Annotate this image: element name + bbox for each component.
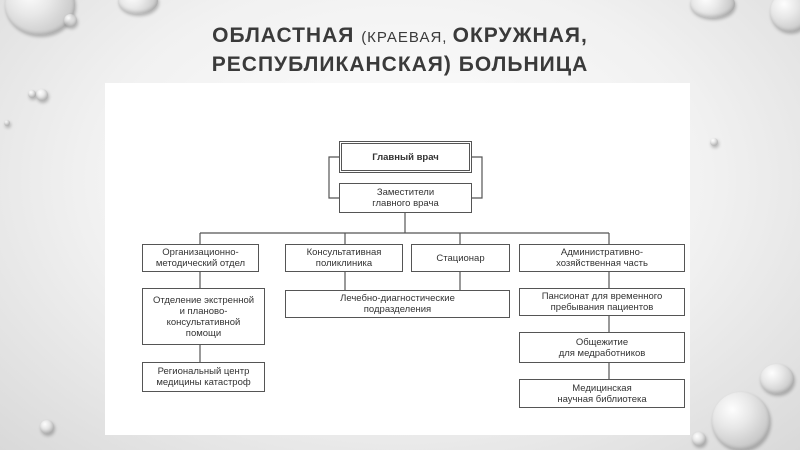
water-drop (770, 0, 800, 32)
water-drop (28, 90, 36, 98)
water-drop (712, 392, 770, 450)
org-method-dept-box: Организационно- методический отдел (142, 244, 259, 272)
box-label: Стационар (436, 252, 485, 264)
title-part: РЕСПУБЛИКАНСКАЯ (211, 53, 444, 76)
dormitory-box: Общежитие для медработников (519, 332, 685, 363)
box-label: Пансионат для временного пребывания паци… (541, 291, 663, 313)
box-label: Медицинская научная библиотека (557, 382, 647, 405)
box-label: Отделение экстренной и планово- консульт… (152, 294, 255, 339)
boarding-house-box: Пансионат для временного пребывания паци… (519, 288, 685, 316)
chief-physician-box: Главный врач (339, 141, 472, 173)
title-part: ОБЛАСТНАЯ (212, 24, 362, 47)
water-drop (40, 420, 54, 434)
box-label: Региональный центр медицины катастроф (156, 366, 251, 388)
water-drop (118, 0, 158, 14)
emergency-dept-box: Отделение экстренной и планово- консульт… (142, 288, 265, 345)
box-label: Общежитие для медработников (558, 336, 646, 359)
water-drop (4, 120, 10, 126)
box-label: Лечебно-диагностические подразделения (340, 293, 455, 315)
bracket-left (328, 156, 339, 199)
box-label: Административно- хозяйственная часть (556, 247, 648, 269)
box-label: Главный врач (372, 151, 439, 163)
admin-part-box: Административно- хозяйственная часть (519, 244, 685, 272)
hospital-box: Стационар (411, 244, 510, 272)
box-label: Организационно- методический отдел (155, 247, 246, 269)
deputies-box: Заместители главного врача (339, 183, 472, 213)
catastrophe-center-box: Региональный центр медицины катастроф (142, 362, 265, 392)
org-chart-panel: Главный врач Заместители главного врача … (105, 83, 690, 435)
consult-clinic-box: Консультативная поликлиника (285, 244, 403, 272)
diagnostic-units-box: Лечебно-диагностические подразделения (285, 290, 510, 318)
box-label: Заместители главного врача (372, 187, 439, 209)
library-box: Медицинская научная библиотека (519, 379, 685, 408)
water-drop (36, 89, 48, 101)
title-part: ОКРУЖНАЯ, (452, 24, 588, 47)
slide-title: ОБЛАСТНАЯ (КРАЕВАЯ, ОКРУЖНАЯ, РЕСПУБЛИКА… (120, 22, 680, 78)
title-part: ) БОЛЬНИЦА (443, 53, 589, 76)
title-part: (КРАЕВАЯ, (361, 29, 453, 46)
connector-lines (199, 156, 610, 379)
water-drop (760, 364, 794, 394)
water-drop (690, 0, 735, 18)
box-label: Консультативная поликлиника (306, 247, 382, 269)
bracket-right (472, 156, 483, 199)
water-drop (710, 138, 718, 146)
water-drop (64, 14, 77, 27)
water-drop (692, 432, 706, 446)
